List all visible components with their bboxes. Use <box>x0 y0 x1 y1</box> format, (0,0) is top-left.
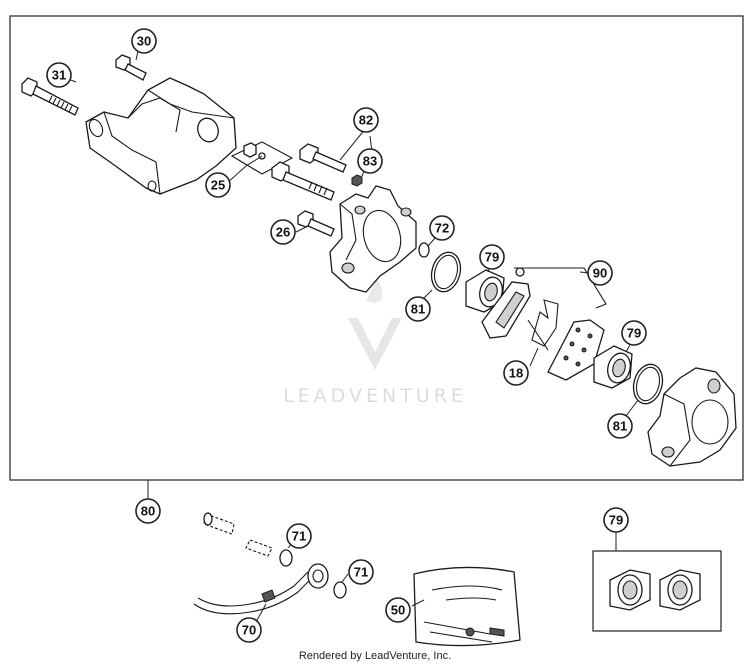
callout-25[interactable]: 25 <box>205 172 231 198</box>
assembly-frame <box>9 15 744 481</box>
washer-71-bottom <box>333 581 347 599</box>
seal-ring-81-right <box>632 363 664 405</box>
callout-31[interactable]: 31 <box>46 62 72 88</box>
seal-ring-81-left <box>430 251 462 293</box>
callout-79-left[interactable]: 79 <box>479 244 505 270</box>
watermark-text: LEADVENTURE <box>283 385 467 407</box>
callout-80[interactable]: 80 <box>135 498 161 524</box>
svg-text:79: 79 <box>627 326 641 341</box>
svg-text:71: 71 <box>354 565 368 580</box>
bolt-31 <box>21 77 79 116</box>
callout-81-right[interactable]: 81 <box>607 413 633 439</box>
callout-30[interactable]: 30 <box>131 28 157 54</box>
callout-26[interactable]: 26 <box>270 219 296 245</box>
svg-text:79: 79 <box>609 513 623 528</box>
svg-text:90: 90 <box>593 266 607 281</box>
svg-text:50: 50 <box>391 603 405 618</box>
piston-kit-79 <box>609 569 701 611</box>
assembly-paste-50 <box>413 566 521 647</box>
svg-text:82: 82 <box>359 113 373 128</box>
svg-text:70: 70 <box>242 623 256 638</box>
callout-90[interactable]: 90 <box>587 260 613 286</box>
svg-text:81: 81 <box>613 419 627 434</box>
kit-frame <box>592 550 722 632</box>
callout-72[interactable]: 72 <box>429 215 455 241</box>
svg-text:31: 31 <box>52 68 66 83</box>
brake-pad-outer <box>547 319 605 381</box>
callout-82[interactable]: 82 <box>353 107 379 133</box>
callout-70[interactable]: 70 <box>236 617 262 643</box>
callout-79-kit[interactable]: 79 <box>603 507 629 533</box>
svg-text:30: 30 <box>137 34 151 49</box>
callout-81-left[interactable]: 81 <box>405 296 431 322</box>
brake-hose-70 <box>193 563 329 615</box>
svg-text:80: 80 <box>141 504 155 519</box>
oring-72 <box>418 242 430 258</box>
bolt-26 <box>297 210 335 237</box>
svg-text:79: 79 <box>485 250 499 265</box>
caliper-half-inner <box>329 185 417 293</box>
footer-credit: Rendered by LeadVenture, Inc. <box>298 650 452 662</box>
callout-18[interactable]: 18 <box>503 360 529 386</box>
callout-71-top[interactable]: 71 <box>286 523 312 549</box>
callout-83[interactable]: 83 <box>357 148 383 174</box>
callout-79-right[interactable]: 79 <box>621 320 647 346</box>
callout-50[interactable]: 50 <box>385 597 411 623</box>
brake-pad-inner <box>481 267 531 339</box>
nut-83 <box>351 174 363 187</box>
bolt-30 <box>115 54 147 81</box>
spring-18 <box>527 299 559 351</box>
caliper-bracket <box>85 77 237 195</box>
svg-text:25: 25 <box>211 178 225 193</box>
svg-text:72: 72 <box>435 221 449 236</box>
svg-text:71: 71 <box>292 529 306 544</box>
watermark-logo: LEADVENTURE <box>283 274 467 407</box>
bolt-82 <box>299 143 347 173</box>
piston-79-right <box>593 345 633 389</box>
svg-text:83: 83 <box>363 154 377 169</box>
caliper-half-outer <box>647 367 737 467</box>
washer-71-top <box>279 549 293 567</box>
svg-text:26: 26 <box>276 225 290 240</box>
svg-text:18: 18 <box>509 366 523 381</box>
svg-text:81: 81 <box>411 302 425 317</box>
kit-90-bracket <box>514 267 607 309</box>
banjo-bolt <box>203 512 273 557</box>
guide-bolt <box>271 161 335 201</box>
piston-79-left <box>465 269 505 313</box>
callout-71-bottom[interactable]: 71 <box>348 559 374 585</box>
